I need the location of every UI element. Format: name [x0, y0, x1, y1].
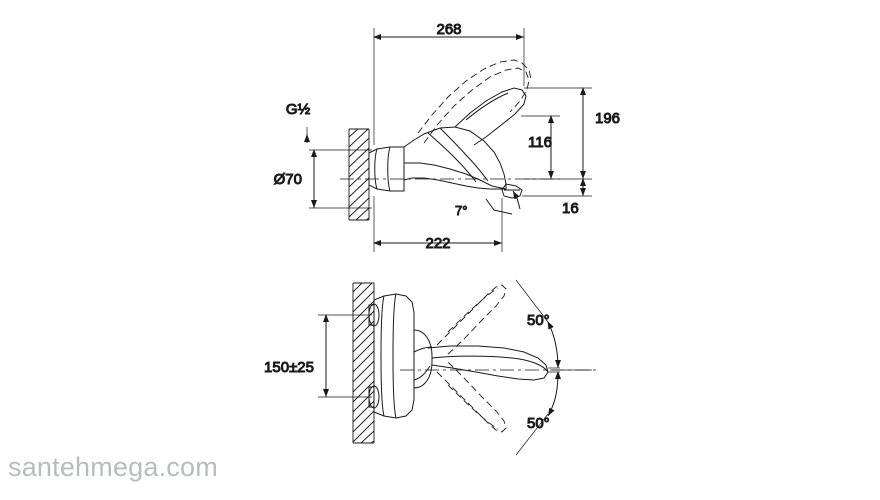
angle-dimensions-front [515, 279, 592, 456]
label-116: 116 [528, 134, 552, 151]
label-150: 150±25 [264, 359, 314, 376]
mixer-body-front [368, 293, 549, 419]
label-222: 222 [425, 235, 450, 252]
label-d70: Ø70 [274, 171, 302, 188]
wall-hatch-top [348, 128, 370, 221]
mixer-body-side [368, 87, 527, 199]
lever-up-dashed [417, 59, 532, 144]
watermark-text: santehmega.com [8, 452, 218, 482]
label-7deg: 7° [455, 203, 467, 218]
dimension-lines-front [318, 314, 372, 398]
label-268: 268 [436, 21, 461, 38]
label-196: 196 [595, 110, 620, 127]
dimension-lines-top [304, 34, 586, 246]
label-50deg-top: 50° [527, 312, 550, 329]
label-50deg-bottom: 50° [527, 415, 550, 432]
lever-swivel-dashed [436, 284, 507, 433]
label-g-half: G½ [286, 101, 311, 118]
leader-7deg [485, 198, 513, 215]
leader-angle-side [512, 190, 521, 210]
label-16: 16 [562, 200, 579, 217]
